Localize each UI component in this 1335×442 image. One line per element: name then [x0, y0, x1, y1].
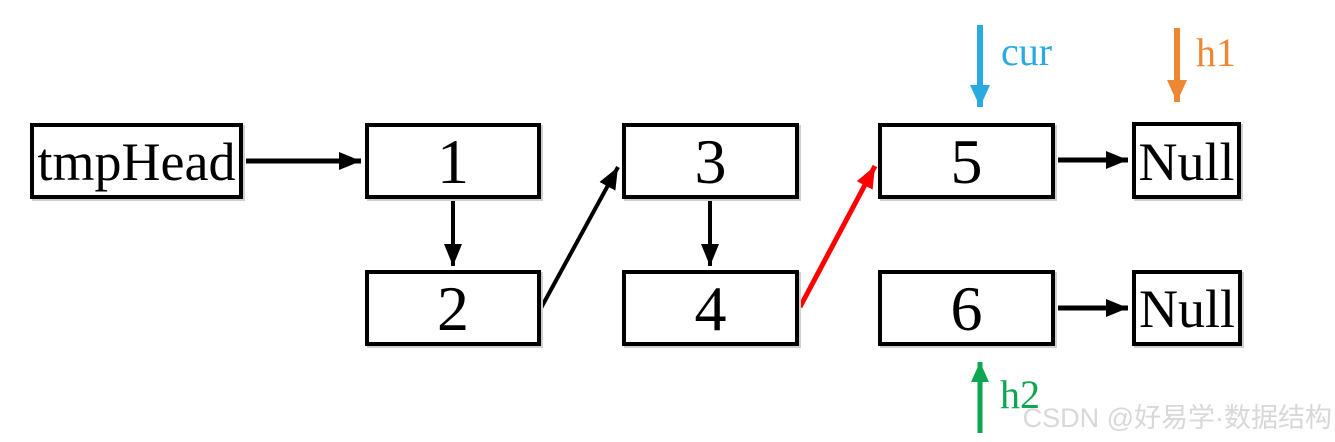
node-null-top-label: Null [1138, 131, 1235, 192]
node-null-bottom-label: Null [1138, 279, 1235, 339]
node-tmphead: tmpHead [30, 123, 243, 199]
cur-pointer-label: cur [1001, 29, 1053, 74]
node-6: 6 [878, 270, 1055, 346]
edge-4-to-5-highlight [797, 164, 878, 309]
node-3-label: 3 [694, 126, 727, 197]
node-4: 4 [622, 270, 799, 346]
node-tmphead-label: tmpHead [37, 132, 236, 192]
node-1: 1 [365, 123, 541, 199]
node-null-top: Null [1132, 122, 1241, 199]
node-5-label: 5 [950, 126, 983, 197]
node-2: 2 [365, 270, 541, 346]
node-6-label: 6 [950, 273, 983, 344]
node-null-bottom: Null [1132, 270, 1242, 346]
node-1-label: 1 [437, 126, 469, 197]
node-4-label: 4 [694, 273, 727, 344]
edge-2-to-3 [539, 166, 620, 309]
node-5: 5 [878, 123, 1055, 199]
csdn-watermark: CSDN @好易学·数据结构 [1022, 403, 1332, 433]
node-2-label: 2 [437, 273, 469, 344]
h2-pointer-label: h2 [1000, 372, 1040, 417]
h1-pointer-label: h1 [1196, 30, 1236, 75]
node-3: 3 [622, 123, 799, 199]
